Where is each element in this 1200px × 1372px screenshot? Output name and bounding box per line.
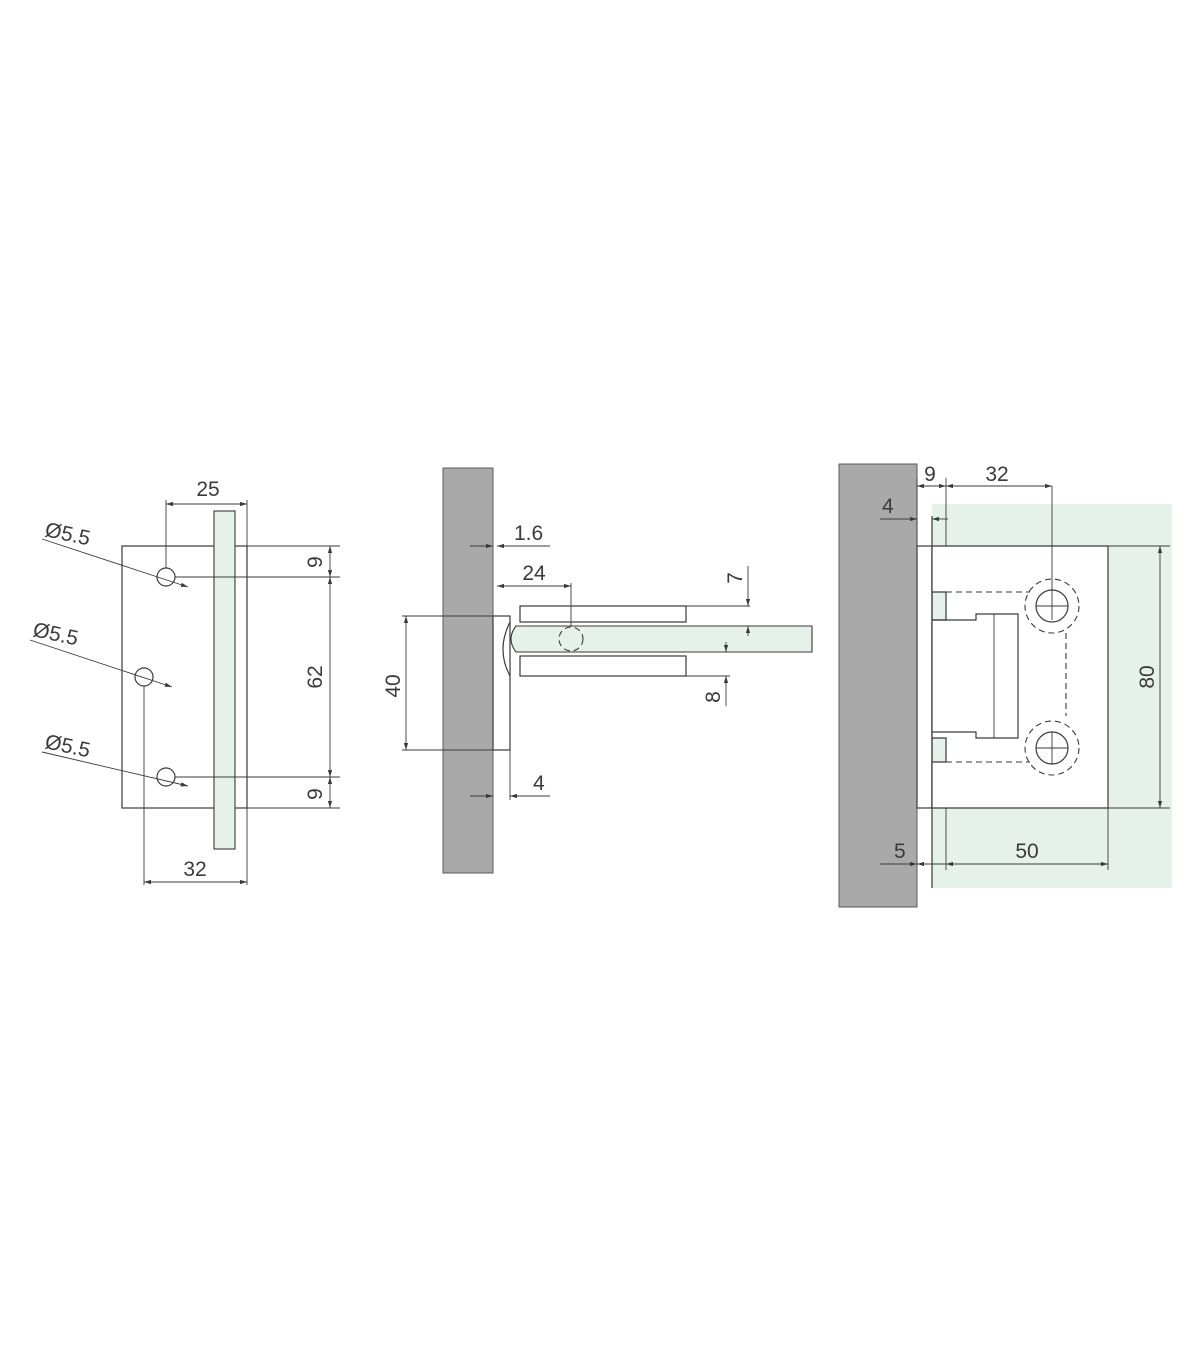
- side-view: 1.6 24 40 4 7 8: [382, 467, 813, 874]
- side-clamp-bottom: [519, 655, 687, 677]
- side-glass: [510, 625, 813, 653]
- top-mount-plate: [916, 545, 933, 809]
- side-bolt-hidden: [558, 626, 584, 652]
- top-bolt-lower-outline: [1024, 720, 1080, 776]
- side-dim-depth: 24: [522, 562, 546, 585]
- top-view: 9 32 4 80 5 50: [838, 463, 1172, 908]
- side-dim-base: 4: [533, 772, 545, 795]
- front-dim-width-top: 25: [196, 478, 219, 501]
- top-dim-length: 50: [1015, 840, 1038, 863]
- front-dim-height: 62: [304, 665, 327, 688]
- top-hinge-body: [931, 545, 1109, 809]
- top-dim-offset: 5: [894, 840, 906, 863]
- front-dim-width-bottom: 32: [183, 858, 206, 881]
- side-dim-top: 7: [724, 572, 747, 584]
- front-dim-offset-top: 9: [304, 556, 327, 568]
- front-dim-hole-1: Ø5.5: [43, 518, 92, 550]
- front-dim-hole-2: Ø5.5: [31, 618, 80, 650]
- front-dim-offset-bottom: 9: [304, 788, 327, 800]
- side-wall: [442, 467, 494, 874]
- side-dim-gap: 1.6: [514, 522, 543, 545]
- side-dim-height: 40: [382, 674, 405, 697]
- top-bolt-upper-outline: [1024, 578, 1080, 634]
- side-clamp-top: [519, 605, 687, 623]
- front-glass-panel: [213, 510, 236, 850]
- side-dim-bottom: 8: [702, 691, 725, 703]
- top-dim-height: 80: [1136, 665, 1159, 688]
- top-dim-hole-spacing: 32: [985, 463, 1008, 486]
- side-base-plate: [492, 615, 511, 751]
- front-view: 25 32 9 62 9 Ø5.5 Ø5.5 Ø5.5: [29, 478, 340, 885]
- top-wall: [838, 463, 918, 908]
- front-dim-hole-3: Ø5.5: [43, 730, 92, 762]
- top-dim-wall-gap: 9: [924, 463, 936, 486]
- top-dim-plate: 4: [882, 495, 894, 518]
